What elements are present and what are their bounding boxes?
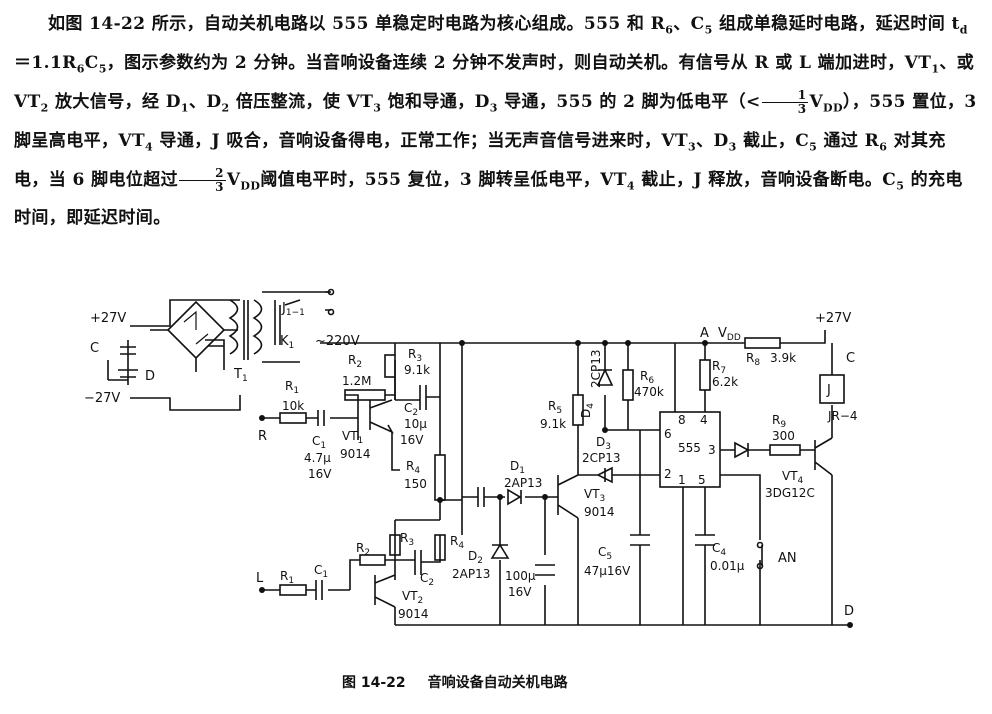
- label-r6-value: 470k: [634, 385, 664, 399]
- label-plus27v-left: +27V: [90, 311, 126, 326]
- label-c1-voltage: 16V: [308, 467, 332, 481]
- label-vt3-model: 9014: [584, 505, 615, 519]
- label-r1-prime: R1: [280, 569, 294, 586]
- label-d1-model: 2AP13: [504, 476, 542, 490]
- label-ic-555: 555: [678, 441, 701, 455]
- label-d2-model: 2AP13: [452, 567, 490, 581]
- label-d1: D1: [510, 459, 525, 476]
- label-c2-value: 10μ: [404, 417, 427, 431]
- label-r8: R8: [746, 351, 760, 368]
- label-vt1-model: 9014: [340, 447, 371, 461]
- label-r2-prime: R2: [356, 541, 370, 558]
- label-pin3: 3: [708, 443, 716, 457]
- doubler-rectifier: [462, 487, 555, 625]
- label-node-a: A: [700, 326, 709, 341]
- label-c4: C4: [712, 541, 726, 558]
- label-c2-prime: C2: [420, 571, 434, 588]
- label-c1-prime: C1: [314, 563, 328, 580]
- label-c5: C5: [598, 545, 612, 562]
- label-k1: K1: [280, 334, 294, 351]
- label-d3: D3: [596, 435, 611, 452]
- r4-resistor: [434, 454, 446, 501]
- vt3-stage: [545, 343, 660, 625]
- label-pin5: 5: [698, 473, 706, 487]
- label-r9: R9: [772, 413, 786, 430]
- label-r9-value: 300: [772, 429, 795, 443]
- label-relay: J: [826, 383, 831, 398]
- label-c100-value: 100μ: [505, 569, 536, 583]
- label-c-left: C: [90, 341, 99, 356]
- label-r5: R5: [548, 399, 562, 416]
- label-r2: R2: [348, 353, 362, 370]
- label-d3-model: 2CP13: [582, 451, 621, 465]
- label-r4-prime: R4: [450, 534, 464, 551]
- label-d4: D4: [579, 403, 596, 418]
- label-r3: R3: [408, 347, 422, 364]
- label-c-right: C: [846, 351, 855, 366]
- label-d2: D2: [468, 549, 483, 566]
- label-c1: C1: [312, 434, 326, 451]
- label-220v: ~220V: [315, 334, 360, 349]
- label-c1-value: 4.7μ: [304, 451, 331, 465]
- label-pin2: 2: [664, 467, 672, 481]
- label-vt2: VT2: [402, 589, 423, 606]
- label-vt2-model: 9014: [398, 607, 429, 621]
- label-r3-prime: R3: [400, 531, 414, 548]
- label-pin6: 6: [664, 427, 672, 441]
- label-r7-value: 6.2k: [712, 375, 738, 389]
- label-vt4: VT4: [782, 469, 804, 486]
- label-r1: R1: [285, 379, 299, 396]
- label-pin8: 8: [678, 413, 686, 427]
- label-r6: R6: [640, 369, 654, 386]
- label-d-left: D: [145, 369, 155, 384]
- vt1-stage: [262, 343, 440, 471]
- figure-caption: 图 14-22 音响设备自动关机电路: [342, 672, 590, 692]
- label-r8-value: 3.9k: [770, 351, 796, 365]
- label-relay-model: JR−4: [827, 409, 858, 423]
- label-vdd: VDD: [718, 326, 741, 343]
- label-r-input: R: [258, 429, 267, 444]
- label-l-input: L: [256, 571, 264, 586]
- ic-555: [659, 343, 801, 625]
- label-vt4-model: 3DG12C: [765, 486, 815, 500]
- r8-resistor: [744, 337, 781, 349]
- figure-number: 图 14-22: [342, 675, 406, 691]
- label-r5-value: 9.1k: [540, 417, 566, 431]
- label-an-button: AN: [778, 551, 797, 566]
- label-d4-model: 2CP13: [589, 349, 603, 388]
- label-j11: J1−1: [281, 301, 305, 318]
- label-minus27v-left: −27V: [84, 391, 120, 406]
- label-vt3: VT3: [584, 487, 605, 504]
- vt4-relay: [800, 343, 845, 625]
- vdd-rail: [320, 330, 826, 344]
- power-supply: [107, 288, 335, 411]
- label-r2-value: 1.2M: [342, 374, 371, 388]
- label-c4-value: 0.01μ: [710, 559, 745, 573]
- label-pin1: 1: [678, 473, 686, 487]
- vt2-stage: [262, 519, 446, 625]
- figure-title: 音响设备自动关机电路: [427, 675, 568, 691]
- label-c2: C2: [404, 401, 418, 418]
- label-r1-value: 10k: [282, 399, 304, 413]
- label-r4-value: 150: [404, 477, 427, 491]
- label-d-right: D: [844, 604, 854, 619]
- label-r7: R7: [712, 359, 726, 376]
- label-r3-value: 9.1k: [404, 363, 430, 377]
- label-r4: R4: [406, 459, 420, 476]
- label-plus27v-right: +27V: [815, 311, 851, 326]
- body-paragraph: 如图 14-22 所示，自动关机电路以 555 单稳定时电路为核心组成。555 …: [14, 14, 977, 229]
- label-pin4: 4: [700, 413, 708, 427]
- label-vt1: VT1: [342, 429, 363, 446]
- label-c2-voltage: 16V: [400, 433, 424, 447]
- label-c5-value: 47μ16V: [584, 564, 631, 578]
- label-t1: T1: [233, 367, 248, 384]
- label-c100-voltage: 16V: [508, 585, 532, 599]
